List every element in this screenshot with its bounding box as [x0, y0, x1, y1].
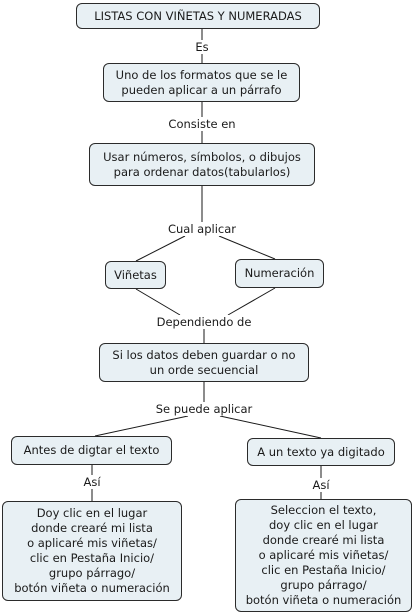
node-already-typed: A un texto ya digitado [247, 438, 395, 466]
node-steps-after: Seleccion el texto, doy clic en el lugar… [235, 499, 412, 612]
edge-cual-numbering [218, 235, 276, 260]
node-bullets: Viñetas [105, 261, 166, 289]
link-label-cual-aplicar: Cual aplicar [165, 222, 239, 236]
node-title: LISTAS CON VIÑETAS Y NUMERADAS [76, 3, 320, 29]
link-label-consiste-en: Consiste en [166, 117, 238, 131]
node-condition: Si los datos deben guardar o no un orde … [99, 343, 309, 382]
node-steps-before: Doy clic en el lugar donde crearé mi lis… [2, 501, 182, 601]
link-label-es: Es [193, 40, 211, 54]
edge-sepuede-before [94, 415, 189, 437]
node-definition: Uno de los formatos que se le pueden apl… [103, 63, 300, 102]
edge-sepuede-after [219, 415, 322, 439]
link-label-dependiendo-de: Dependiendo de [154, 315, 254, 329]
edge-bullets-dependiendo [135, 288, 181, 316]
node-description: Usar números, símbolos, o dibujos para o… [89, 143, 315, 186]
link-label-se-puede-aplicar: Se puede aplicar [153, 402, 255, 416]
edge-cual-bullets [135, 235, 186, 262]
link-label-asi-left: Así [81, 475, 103, 489]
node-numbering: Numeración [235, 259, 324, 288]
link-label-asi-right: Así [310, 478, 332, 492]
node-before-typing: Antes de digtar el texto [11, 436, 172, 465]
edge-numbering-dependiendo [227, 287, 276, 316]
